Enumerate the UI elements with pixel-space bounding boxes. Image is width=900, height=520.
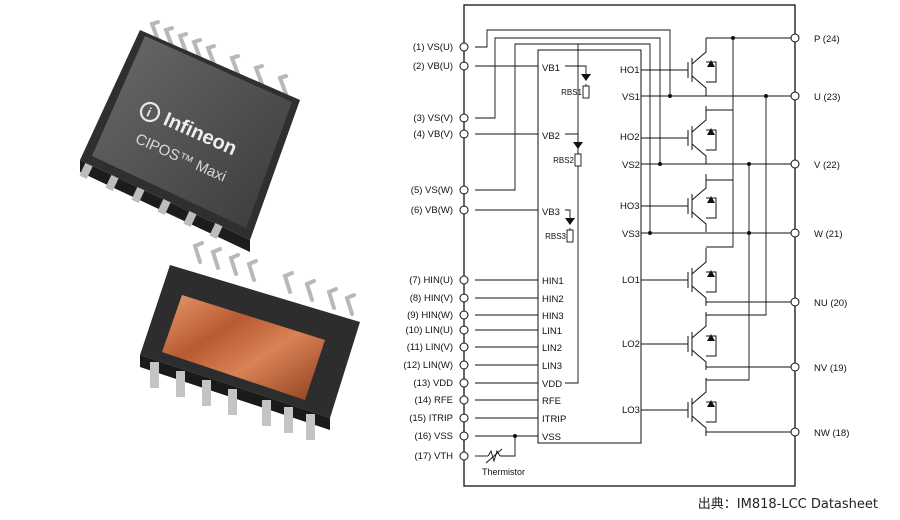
pin-label-vs-w: (5) VS(W): [411, 185, 453, 196]
driver-out-ho3: HO3: [620, 201, 640, 212]
driver-out-ho1: HO1: [620, 65, 640, 76]
driver-out-ho2: HO2: [620, 132, 640, 143]
gate-driver-ic: [537, 49, 642, 444]
pin-label-rfe: (14) RFE: [414, 395, 453, 406]
driver-out-vs3: VS3: [622, 229, 640, 240]
ic-pin-rfe: RFE: [542, 396, 561, 407]
ic-pin-vss: VSS: [542, 432, 561, 443]
pin-label-hin-v: (8) HIN(V): [410, 293, 453, 304]
driver-out-lo1: LO1: [622, 275, 640, 286]
ic-pin-lin1: LIN1: [542, 326, 562, 337]
pin-label-vs-u: (1) VS(U): [413, 42, 453, 53]
driver-out-lo3: LO3: [622, 405, 640, 416]
pin-label-u: U (23): [814, 92, 840, 103]
thermistor-symbol: [485, 448, 503, 464]
pin-label-vb-u: (2) VB(U): [413, 61, 453, 72]
ic-pin-vdd: VDD: [542, 379, 562, 390]
ic-pin-lin3: LIN3: [542, 361, 562, 372]
module-photo-bottom: [140, 241, 360, 440]
pin-label-vb-v: (4) VB(V): [413, 129, 453, 140]
ic-pin-hin2: HIN2: [542, 294, 564, 305]
source-caption: 出典：IM818-LCC Datasheet: [697, 497, 878, 512]
pin-label-vth: (17) VTH: [414, 451, 453, 462]
driver-out-vs2: VS2: [622, 160, 640, 171]
rbs2-label: RBS2: [553, 156, 574, 165]
pin-label-nu: NU (20): [814, 298, 847, 309]
pin-label-lin-w: (12) LIN(W): [403, 360, 453, 371]
ic-pin-vb3: VB3: [542, 207, 560, 218]
pin-label-vdd: (13) VDD: [413, 378, 453, 389]
pin-label-vss: (16) VSS: [414, 431, 453, 442]
driver-out-lo2: LO2: [622, 339, 640, 350]
rbs3-label: RBS3: [545, 232, 566, 241]
pin-label-vb-w: (6) VB(W): [411, 205, 453, 216]
pin-label-nv: NV (19): [814, 363, 847, 374]
pin-label-nw: NW (18): [814, 428, 849, 439]
ic-pin-vb1: VB1: [542, 63, 560, 74]
pin-label-vs-v: (3) VS(V): [413, 113, 453, 124]
ic-pin-itrip: ITRIP: [542, 414, 566, 425]
pin-label-v: V (22): [814, 160, 840, 171]
pin-label-w: W (21): [814, 229, 843, 240]
ic-pin-vb2: VB2: [542, 131, 560, 142]
thermistor-label: Thermistor: [482, 467, 525, 477]
svg-text:i: i: [144, 105, 153, 120]
pin-label-hin-u: (7) HIN(U): [409, 275, 453, 286]
ic-pin-hin1: HIN1: [542, 276, 564, 287]
driver-out-vs1: VS1: [622, 92, 640, 103]
pin-label-lin-v: (11) LIN(V): [407, 342, 453, 353]
rbs1-label: RBS1: [561, 88, 582, 97]
pin-label-itrip: (15) ITRIP: [409, 413, 453, 424]
schematic: (1) VS(U) (2) VB(U) (3) VS(V) (4) VB(V) …: [403, 4, 849, 487]
ic-pin-hin3: HIN3: [542, 311, 564, 322]
ic-pin-lin2: LIN2: [542, 343, 562, 354]
product-photos: i Infineon CIPOS™ Maxi: [79, 20, 360, 440]
module-photo-top: i Infineon CIPOS™ Maxi: [79, 20, 300, 252]
pin-label-hin-w: (9) HIN(W): [407, 310, 453, 321]
module-outline: [463, 4, 796, 487]
pin-label-p: P (24): [814, 34, 840, 45]
pin-label-lin-u: (10) LIN(U): [405, 325, 453, 336]
